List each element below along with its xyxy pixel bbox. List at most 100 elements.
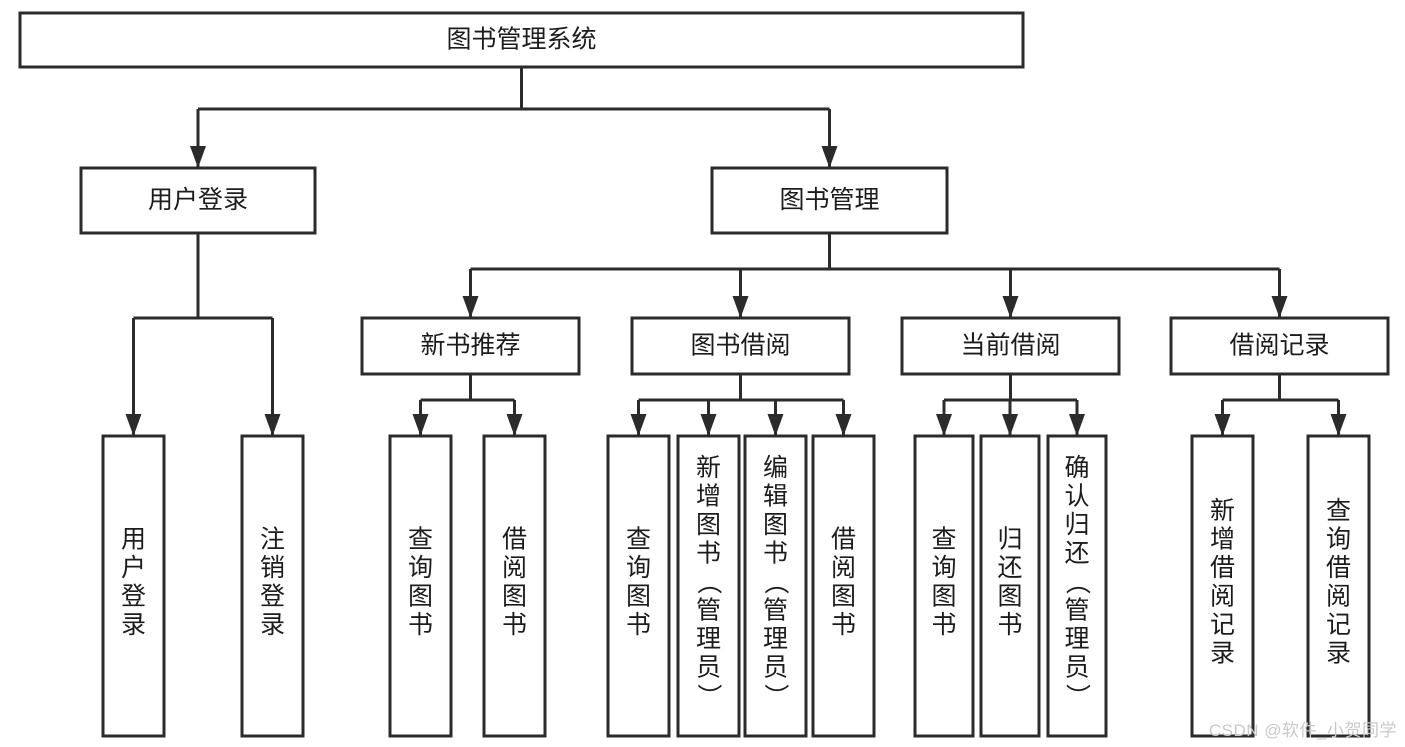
- node-box-new-book-recommend: [360, 316, 581, 376]
- node-label-book-manage: 图书管理: [779, 186, 879, 214]
- node-label-leaf-add-book: （: [695, 569, 723, 594]
- node-label-leaf-user-logout: 登: [260, 582, 285, 610]
- node-label-leaf-edit-book: 辑: [763, 483, 788, 511]
- node-label-leaf-borrow-book-b: 借: [831, 525, 856, 553]
- node-label-leaf-user-login: 录: [121, 611, 146, 639]
- connector-group-book-manage: [462, 233, 1288, 318]
- node-box-book-borrow: [630, 316, 851, 376]
- node-label-leaf-confirm-return: ）: [1063, 683, 1091, 708]
- node-label-leaf-query-record: 记: [1326, 611, 1351, 639]
- arrow-head-icon: [630, 414, 647, 436]
- node-box-leaf-edit-book: [743, 434, 808, 738]
- node-label-leaf-return-book: 归: [997, 525, 1022, 553]
- node-box-leaf-query-book-c: [913, 434, 975, 738]
- arrow-head-icon: [767, 414, 784, 436]
- node-label-leaf-add-book: 书: [696, 540, 721, 568]
- node-label-leaf-query-record: 借: [1326, 554, 1351, 582]
- node-layer: 图书管理系统用户登录图书管理新书推荐图书借阅当前借阅借阅记录用户登录注销登录查询…: [18, 11, 1390, 738]
- node-label-leaf-query-book-c: 书: [931, 611, 956, 639]
- arrow-head-icon: [125, 414, 142, 436]
- arrow-head-icon: [1002, 296, 1019, 318]
- node-label-leaf-borrow-book-rec: 书: [502, 611, 527, 639]
- node-box-leaf-borrow-book-rec: [482, 434, 547, 738]
- node-current-borrow[interactable]: 当前借阅: [900, 316, 1121, 376]
- node-borrow-record[interactable]: 借阅记录: [1169, 316, 1390, 376]
- node-label-leaf-query-book-b: 图: [626, 582, 651, 610]
- node-book-manage[interactable]: 图书管理: [710, 166, 949, 235]
- node-label-leaf-add-record: 增: [1210, 525, 1235, 553]
- node-label-leaf-add-record: 记: [1210, 611, 1235, 639]
- arrow-head-icon: [462, 296, 479, 318]
- node-label-leaf-add-record: 新: [1210, 497, 1235, 525]
- connector-group-root: [190, 67, 838, 168]
- node-box-user-login: [79, 166, 317, 235]
- arrow-head-icon: [190, 146, 206, 168]
- node-label-leaf-confirm-return: 归: [1064, 511, 1089, 539]
- node-label-leaf-user-logout: 注: [260, 525, 285, 553]
- arrow-head-icon: [835, 414, 852, 436]
- node-label-leaf-add-book: ）: [695, 683, 723, 708]
- arrow-head-icon: [732, 296, 749, 318]
- node-label-borrow-record: 借阅记录: [1229, 332, 1329, 360]
- node-label-leaf-user-logout: 销: [260, 554, 285, 582]
- node-label-leaf-user-logout: 录: [260, 611, 285, 639]
- node-root[interactable]: 图书管理系统: [18, 11, 1025, 69]
- node-label-leaf-query-book-b: 书: [626, 611, 651, 639]
- node-label-leaf-add-record: 阅: [1210, 582, 1235, 610]
- node-label-user-login: 用户登录: [148, 186, 248, 214]
- node-box-leaf-query-record: [1306, 434, 1371, 738]
- connector-group-new-book-recommend: [412, 374, 523, 436]
- node-label-leaf-confirm-return: 管: [1064, 597, 1089, 625]
- node-label-leaf-borrow-book-b: 阅: [831, 554, 856, 582]
- node-label-leaf-edit-book: ）: [762, 683, 790, 708]
- node-user-login[interactable]: 用户登录: [79, 166, 317, 235]
- node-label-leaf-confirm-return: 还: [1064, 540, 1089, 568]
- node-label-leaf-query-record: 询: [1326, 525, 1351, 553]
- node-label-leaf-add-book: 图: [696, 511, 721, 539]
- arrow-head-icon: [1002, 414, 1018, 436]
- node-label-leaf-edit-book: 图: [763, 511, 788, 539]
- node-label-root: 图书管理系统: [446, 26, 596, 54]
- node-label-leaf-edit-book: 员: [763, 654, 788, 682]
- arrow-head-icon: [936, 414, 952, 436]
- arrow-head-icon: [1214, 414, 1231, 436]
- node-leaf-user-login[interactable]: 用户登录: [101, 434, 166, 738]
- node-book-borrow[interactable]: 图书借阅: [630, 316, 851, 376]
- arrow-head-icon: [506, 414, 523, 436]
- arrow-head-icon: [700, 414, 717, 436]
- node-box-leaf-query-book-b: [606, 434, 671, 738]
- node-label-leaf-borrow-book-rec: 图: [502, 582, 527, 610]
- node-label-leaf-query-book-rec: 询: [408, 554, 433, 582]
- arrow-head-icon: [1271, 296, 1288, 318]
- connector-group-book-borrow: [630, 374, 852, 436]
- node-label-leaf-user-login: 用: [121, 525, 146, 553]
- arrow-head-icon: [821, 146, 838, 168]
- node-label-leaf-add-book: 理: [696, 625, 721, 653]
- node-box-leaf-borrow-book-b: [811, 434, 876, 738]
- node-label-book-borrow: 图书借阅: [690, 332, 790, 360]
- node-label-new-book-recommend: 新书推荐: [420, 332, 520, 360]
- node-label-leaf-query-book-c: 图: [931, 582, 956, 610]
- node-label-leaf-query-record: 阅: [1326, 582, 1351, 610]
- node-box-borrow-record: [1169, 316, 1390, 376]
- node-label-leaf-confirm-return: 确: [1064, 454, 1089, 482]
- node-label-leaf-user-login: 户: [121, 554, 146, 582]
- arrow-head-icon: [1330, 414, 1347, 436]
- node-new-book-recommend[interactable]: 新书推荐: [360, 316, 581, 376]
- node-label-leaf-confirm-return: 员: [1064, 654, 1089, 682]
- node-label-leaf-add-book: 员: [696, 654, 721, 682]
- node-label-leaf-query-book-c: 询: [931, 554, 956, 582]
